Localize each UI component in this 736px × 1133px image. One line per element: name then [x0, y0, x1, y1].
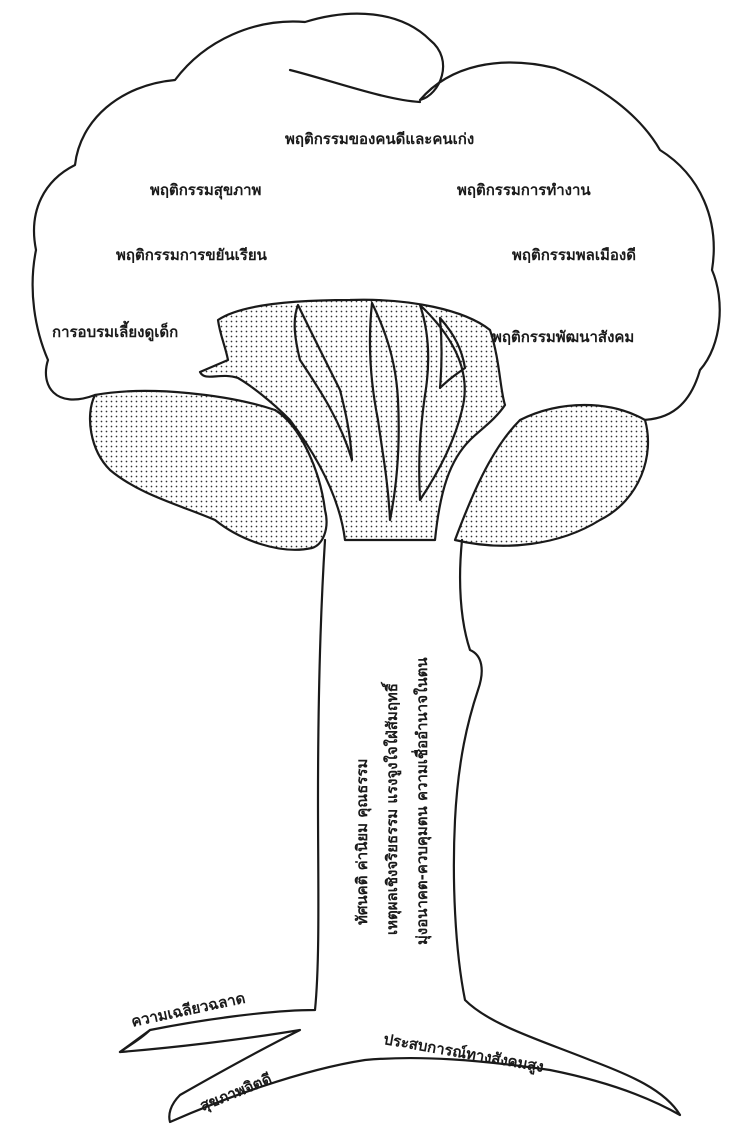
crown-top-notch: [290, 70, 420, 102]
label-work-behavior: พฤติกรรมการทำงาน: [457, 183, 591, 198]
label-good-and-smart-behavior: พฤติกรรมของคนดีและคนเก่ง: [285, 132, 474, 147]
label-good-citizen-behavior: พฤติกรรมพลเมืองดี: [512, 248, 636, 263]
label-childcare: การอบรมเลี้ยงดูเด็ก: [52, 325, 178, 340]
root-line: [120, 1030, 150, 1052]
label-trunk-moral-reasoning: เหตุผลเชิงจริยธรรม แรงจูงใจใฝ่สัมฤทธิ์: [385, 683, 400, 935]
label-trunk-attitudes: ทัศนคติ ค่านิยม คุณธรรม: [355, 759, 370, 925]
label-study-behavior: พฤติกรรมการขยันเรียน: [116, 248, 267, 263]
label-health-behavior: พฤติกรรมสุขภาพ: [150, 183, 261, 198]
label-social-development-behavior: พฤติกรรมพัฒนาสังคม: [492, 330, 634, 345]
label-trunk-future-orientation: มุ่งอนาคต-ควบคุมตน ความเชื่ออำนาจในตน: [415, 657, 430, 945]
